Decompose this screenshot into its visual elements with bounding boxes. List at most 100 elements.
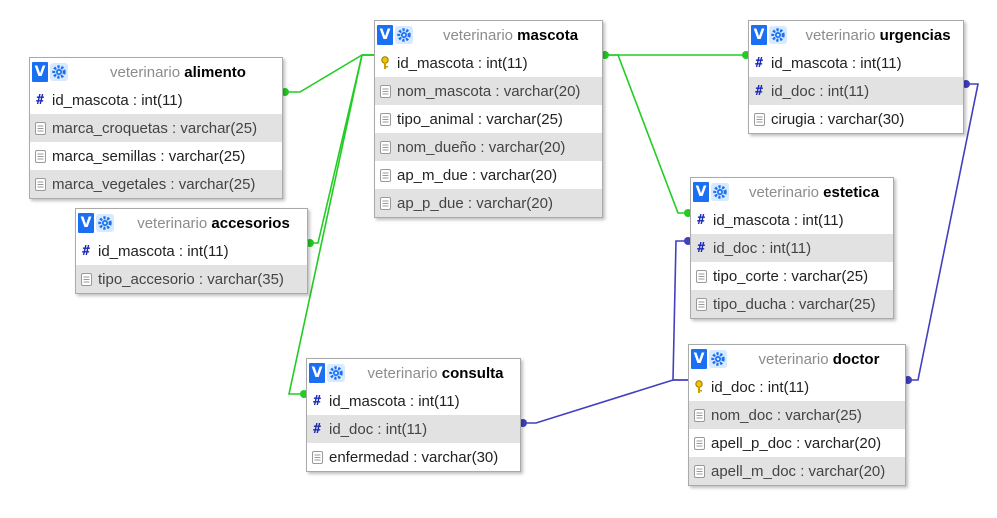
column-icon [692, 408, 706, 422]
column-label: tipo_ducha : varchar(25) [713, 295, 876, 313]
column-icon [33, 177, 47, 191]
hash-icon: # [313, 393, 321, 409]
column-row[interactable]: marca_croquetas : varchar(25) [30, 114, 282, 142]
table-title: veterinario urgencias [793, 27, 963, 44]
column-row[interactable]: id_mascota : int(11) [375, 49, 602, 77]
key-icon [378, 56, 392, 70]
table-name: accesorios [211, 214, 290, 232]
column-row[interactable]: id_doc : int(11) [689, 373, 905, 401]
table-title: veterinario mascota [419, 27, 602, 44]
column-icon [378, 84, 392, 98]
column-row[interactable]: #id_doc : int(11) [691, 234, 893, 262]
column-row[interactable]: ap_p_due : varchar(20) [375, 189, 602, 217]
column-label: id_mascota : int(11) [713, 211, 844, 229]
hash-icon: # [36, 92, 44, 108]
column-row[interactable]: nom_dueño : varchar(20) [375, 133, 602, 161]
column-label: id_doc : int(11) [713, 239, 812, 257]
toggle-view-button[interactable]: V [377, 25, 393, 45]
column-row[interactable]: apell_p_doc : varchar(20) [689, 429, 905, 457]
database-name: veterinario [110, 63, 181, 81]
column-icon [378, 140, 392, 154]
column-label: nom_doc : varchar(25) [711, 406, 862, 424]
gear-icon[interactable] [709, 350, 727, 368]
table-title: veterinario estetica [735, 184, 893, 201]
column-row[interactable]: tipo_animal : varchar(25) [375, 105, 602, 133]
column-row[interactable]: #id_mascota : int(11) [749, 49, 963, 77]
relation-accesorios-mascota [308, 54, 374, 244]
column-row[interactable]: #id_mascota : int(11) [76, 237, 307, 265]
gear-icon[interactable] [327, 364, 345, 382]
column-icon [79, 272, 93, 286]
column-row[interactable]: # id_mascota : int(11) [307, 387, 520, 415]
column-row[interactable]: enfermedad : varchar(30) [307, 443, 520, 471]
hash-icon: # [755, 83, 763, 99]
column-icon [694, 297, 708, 311]
toggle-view-button[interactable]: V [751, 25, 767, 45]
column-label: apell_m_doc : varchar(20) [711, 462, 886, 480]
toggle-view-button[interactable]: V [32, 62, 48, 82]
hash-icon: # [313, 421, 321, 437]
column-icon [692, 436, 706, 450]
column-label: ap_m_due : varchar(20) [397, 166, 558, 184]
column-row[interactable]: cirugia : varchar(30) [749, 105, 963, 133]
database-name: veterinario [137, 214, 208, 232]
column-icon [752, 112, 766, 126]
column-row[interactable]: nom_mascota : varchar(20) [375, 77, 602, 105]
table-name: estetica [823, 183, 880, 201]
column-label: tipo_animal : varchar(25) [397, 110, 563, 128]
toggle-view-button[interactable]: V [691, 349, 707, 369]
column-row[interactable]: #id_mascota : int(11) [691, 206, 893, 234]
toggle-view-button[interactable]: V [693, 182, 709, 202]
column-label: id_doc : int(11) [771, 82, 870, 100]
column-label: id_mascota : int(11) [52, 91, 183, 109]
relation-alimento-mascota [283, 54, 374, 93]
column-label: tipo_corte : varchar(25) [713, 267, 869, 285]
table-name: alimento [184, 63, 246, 81]
column-row[interactable]: #id_doc : int(11) [307, 415, 520, 443]
column-row[interactable]: tipo_ducha : varchar(25) [691, 290, 893, 318]
toggle-view-button[interactable]: V [309, 363, 325, 383]
column-icon [694, 269, 708, 283]
column-label: id_mascota : int(11) [98, 242, 229, 260]
column-row[interactable]: tipo_corte : varchar(25) [691, 262, 893, 290]
relation-consulta-doctor [521, 379, 688, 424]
gear-icon[interactable] [50, 63, 68, 81]
gear-icon[interactable] [769, 26, 787, 44]
database-name: veterinario [367, 364, 438, 382]
column-row[interactable]: marca_vegetales : varchar(25) [30, 170, 282, 198]
column-row[interactable]: # id_mascota : int(11) [30, 86, 282, 114]
column-row[interactable]: marca_semillas : varchar(25) [30, 142, 282, 170]
column-row[interactable]: nom_doc : varchar(25) [689, 401, 905, 429]
gear-icon[interactable] [96, 214, 114, 232]
column-label: id_mascota : int(11) [329, 392, 460, 410]
toggle-view-button[interactable]: V [78, 213, 94, 233]
column-row[interactable]: ap_m_due : varchar(20) [375, 161, 602, 189]
column-icon [378, 112, 392, 126]
column-label: marca_croquetas : varchar(25) [52, 119, 258, 137]
gear-icon[interactable] [395, 26, 413, 44]
column-icon [378, 196, 392, 210]
column-row[interactable]: # id_doc : int(11) [749, 77, 963, 105]
table-name: urgencias [879, 26, 951, 44]
column-label: apell_p_doc : varchar(20) [711, 434, 882, 452]
gear-icon[interactable] [711, 183, 729, 201]
column-label: enfermedad : varchar(30) [329, 448, 499, 466]
database-name: veterinario [442, 26, 513, 44]
column-row[interactable]: apell_m_doc : varchar(20) [689, 457, 905, 485]
column-row[interactable]: tipo_accesorio : varchar(35) [76, 265, 307, 293]
